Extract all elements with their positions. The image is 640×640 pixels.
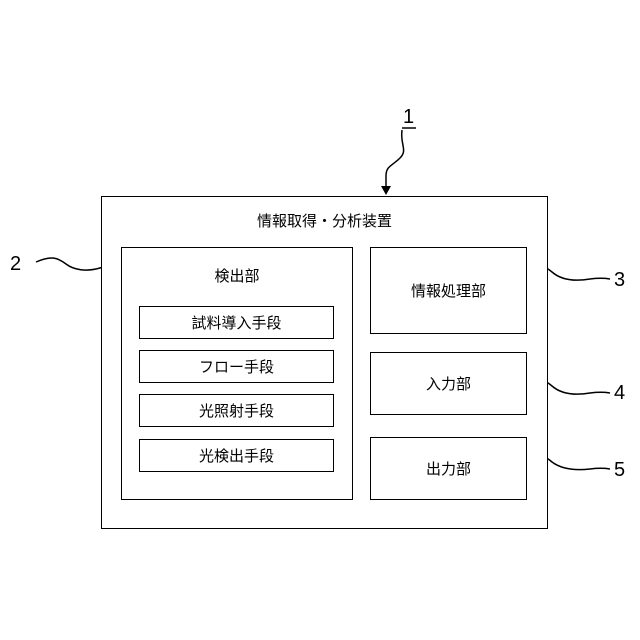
output-unit-box: 出力部	[370, 437, 527, 500]
sample-introduction-means: 試料導入手段	[139, 306, 334, 339]
sample-introduction-label: 試料導入手段	[191, 312, 281, 333]
input-unit-box: 入力部	[370, 352, 527, 415]
ref-number-2: 2	[10, 253, 21, 276]
leader-line-1	[386, 130, 404, 188]
ref-number-4: 4	[614, 382, 625, 405]
info-processing-label: 情報処理部	[411, 280, 486, 301]
flow-means-label: フロー手段	[199, 356, 274, 377]
flow-means: フロー手段	[139, 350, 334, 383]
light-detection-label: 光検出手段	[199, 445, 274, 466]
light-irradiation-label: 光照射手段	[199, 400, 274, 421]
system-title: 情報取得・分析装置	[102, 210, 547, 231]
info-processing-box: 情報処理部	[370, 247, 527, 334]
detection-unit-title: 検出部	[122, 265, 352, 286]
arrow-head-1	[381, 186, 391, 195]
output-unit-label: 出力部	[426, 458, 471, 479]
light-detection-means: 光検出手段	[139, 439, 334, 472]
ref-number-5: 5	[614, 459, 625, 482]
input-unit-label: 入力部	[426, 373, 471, 394]
ref-number-1: 1	[403, 106, 414, 129]
light-irradiation-means: 光照射手段	[139, 394, 334, 427]
ref-number-3: 3	[614, 269, 625, 292]
